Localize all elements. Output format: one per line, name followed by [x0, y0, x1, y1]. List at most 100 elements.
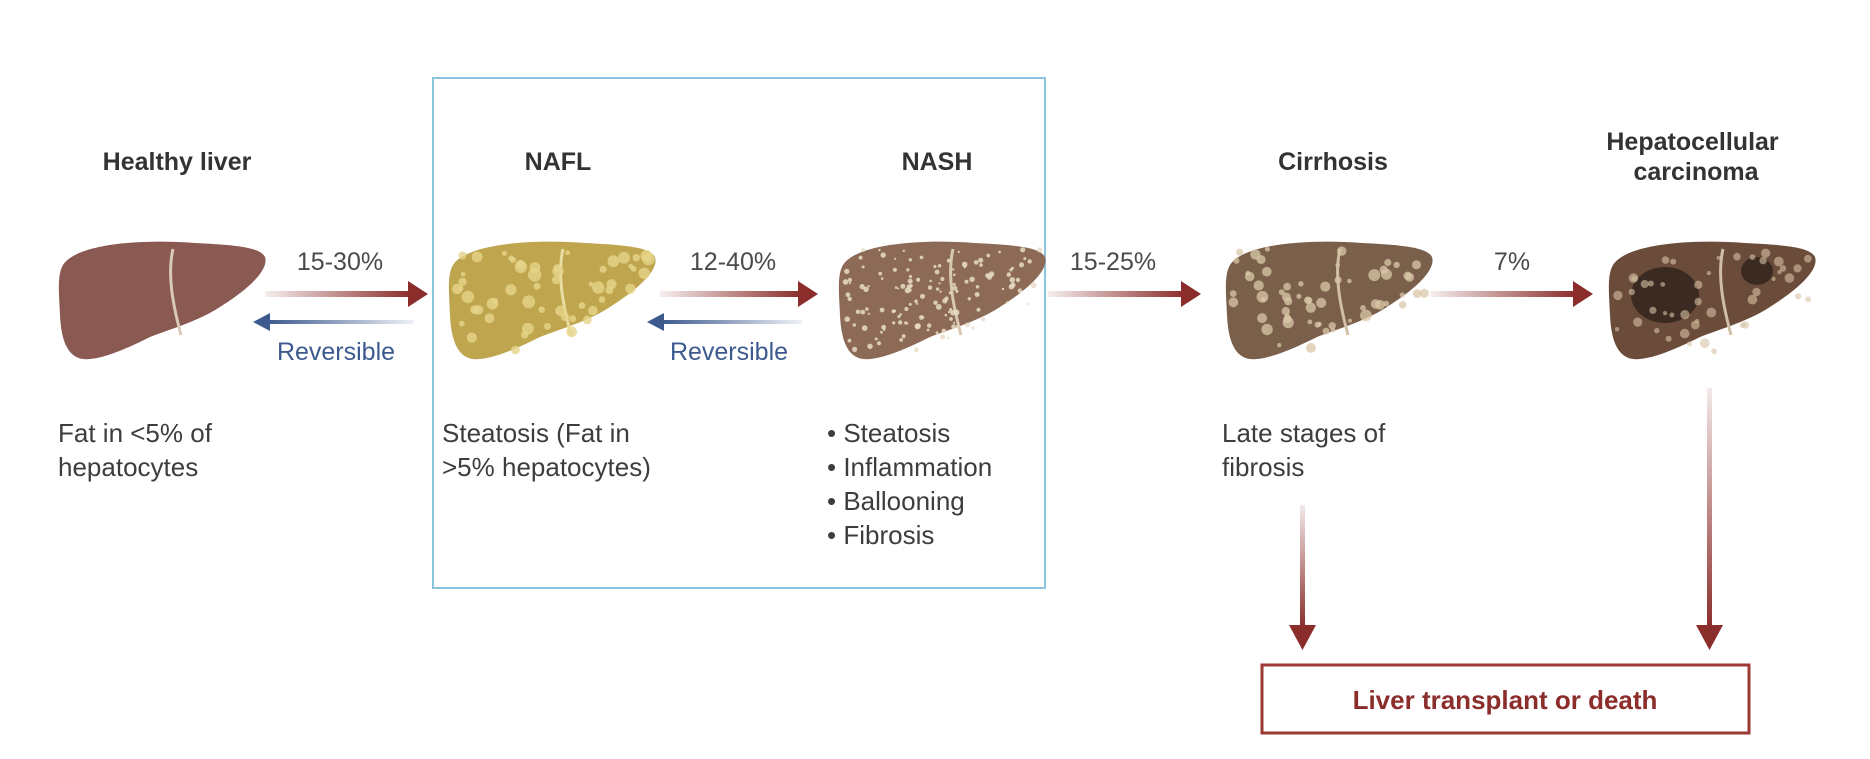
nash-lesion-dot [879, 307, 885, 313]
nash-lesion-dot [935, 304, 942, 310]
nash-lesion-dot [947, 310, 951, 314]
hcc-nodule [1654, 327, 1660, 334]
cirrhosis-nodule [1283, 315, 1292, 324]
nash-lesion-dot [842, 279, 849, 285]
arrow-shaft [1430, 291, 1575, 297]
nash-lesion-dot [938, 282, 941, 285]
nash-lesion-dot [847, 296, 852, 302]
nash-lesion-dot [848, 282, 851, 285]
nash-lesion-dot [998, 250, 1001, 254]
arrow-shaft [1048, 291, 1183, 297]
desc-nafl: Steatosis (Fat in >5% hepatocytes) [442, 418, 651, 482]
hcc-tumor-large [1631, 267, 1699, 323]
arrow-nafl-to-healthy-reversible [253, 313, 414, 331]
nash-lesion-dot [1020, 247, 1026, 253]
hcc-nodule [1694, 280, 1703, 289]
desc-nafl-line-2: >5% hepatocytes) [442, 452, 651, 482]
hcc-nodule [1752, 287, 1761, 297]
desc-nash-line-3: • Ballooning [827, 486, 965, 516]
nash-lesion-dot [941, 328, 946, 333]
fat-droplet [625, 283, 636, 294]
fat-droplet [505, 284, 517, 296]
cirrhosis-nodule [1322, 327, 1330, 335]
fat-droplet [618, 251, 630, 264]
arrow-shaft [660, 291, 800, 297]
nash-lesion-dot [847, 338, 852, 343]
nash-lesion-dot [971, 326, 975, 330]
fat-droplet [511, 345, 520, 355]
nash-lesion-dot [904, 287, 911, 294]
nash-liver-icon [838, 241, 1046, 360]
nash-lesion-dot [939, 290, 942, 293]
nash-lesion-dot [1017, 288, 1023, 293]
cirrhosis-nodule [1360, 309, 1372, 322]
desc-cirrhosis-line-2: fibrosis [1222, 452, 1304, 482]
fat-droplet [578, 302, 586, 309]
nash-lesion-dot [847, 277, 852, 283]
fat-droplet [538, 306, 545, 313]
nash-lesion-dot [867, 343, 873, 349]
outcome-box [1260, 663, 1751, 735]
nash-lesion-dot [967, 297, 971, 301]
nash-lesion-dot [900, 283, 906, 289]
hcc-nodule [1716, 255, 1721, 260]
nash-lesion-dot [942, 298, 948, 304]
nash-lesion-dot [908, 302, 912, 306]
nash-lesion-dot [957, 250, 960, 254]
arrow-cirrhosis-to-hcc [1430, 281, 1593, 307]
cirrhosis-nodule [1347, 278, 1352, 284]
cirrhosis-nodule [1233, 257, 1240, 264]
cirrhosis-nodule [1250, 249, 1261, 260]
fat-droplet [599, 265, 607, 273]
percent-cirrhosis-to-hcc: 7% [1494, 248, 1530, 276]
hcc-nodule [1805, 296, 1812, 303]
nash-lesion-dot [893, 309, 897, 313]
fat-droplet [473, 305, 484, 315]
nash-lesion-dot [880, 252, 886, 258]
fat-droplet [458, 251, 467, 260]
fat-droplet [471, 251, 483, 263]
nafl-liver-ligament [559, 248, 573, 336]
nash-lesion-dot [949, 317, 953, 321]
nash-lesion-dot [935, 287, 940, 291]
hcc-nodule [1670, 258, 1677, 265]
arrow-head [253, 313, 270, 331]
title-nash-line: NASH [902, 148, 973, 176]
fat-droplet [484, 313, 495, 324]
arrow-head [408, 281, 428, 307]
arrow-shaft [662, 320, 802, 324]
fat-droplet [560, 312, 570, 322]
nash-lesion-dot [935, 331, 939, 335]
hcc-nodule [1761, 248, 1771, 258]
nash-lesion-dot [919, 255, 924, 260]
arrow-cirrhosis-to-outcome [1289, 505, 1316, 650]
nash-lesion-dot [965, 322, 970, 328]
hcc-nodule [1773, 256, 1784, 267]
nash-lesion-dot [852, 323, 856, 327]
fat-droplet [551, 275, 561, 285]
cirrhosis-nodule [1281, 307, 1290, 316]
title-cirrhosis-line: Cirrhosis [1278, 148, 1388, 176]
hcc-nodule [1733, 252, 1741, 261]
cirrhosis-nodule [1334, 276, 1342, 284]
nash-lesion-dot [894, 257, 897, 260]
hcc-nodules [1613, 248, 1812, 355]
cirrhosis-nodule [1419, 288, 1429, 298]
arrow-healthy-to-nafl [265, 281, 428, 307]
hcc-nodule [1690, 320, 1700, 330]
nash-lesion-dot [946, 258, 951, 263]
cirrhosis-nodule [1328, 322, 1336, 330]
hcc-tumor-small [1741, 257, 1773, 285]
cirrhosis-nodule [1379, 265, 1388, 274]
cirrhosis-nodule [1277, 343, 1282, 348]
hcc-nodule [1706, 270, 1712, 276]
nash-lesion-dot [985, 273, 990, 278]
fat-droplet [522, 295, 536, 309]
cirrhosis-nodule [1260, 297, 1266, 302]
nash-lesion-dot [981, 317, 986, 322]
cirrhosis-nodule [1253, 280, 1264, 291]
nash-lesion-dot [926, 328, 930, 332]
nash-lesion-dot [955, 289, 959, 293]
nash-lesion-dot [892, 267, 897, 272]
arrow-nafl-to-nash [660, 281, 818, 307]
